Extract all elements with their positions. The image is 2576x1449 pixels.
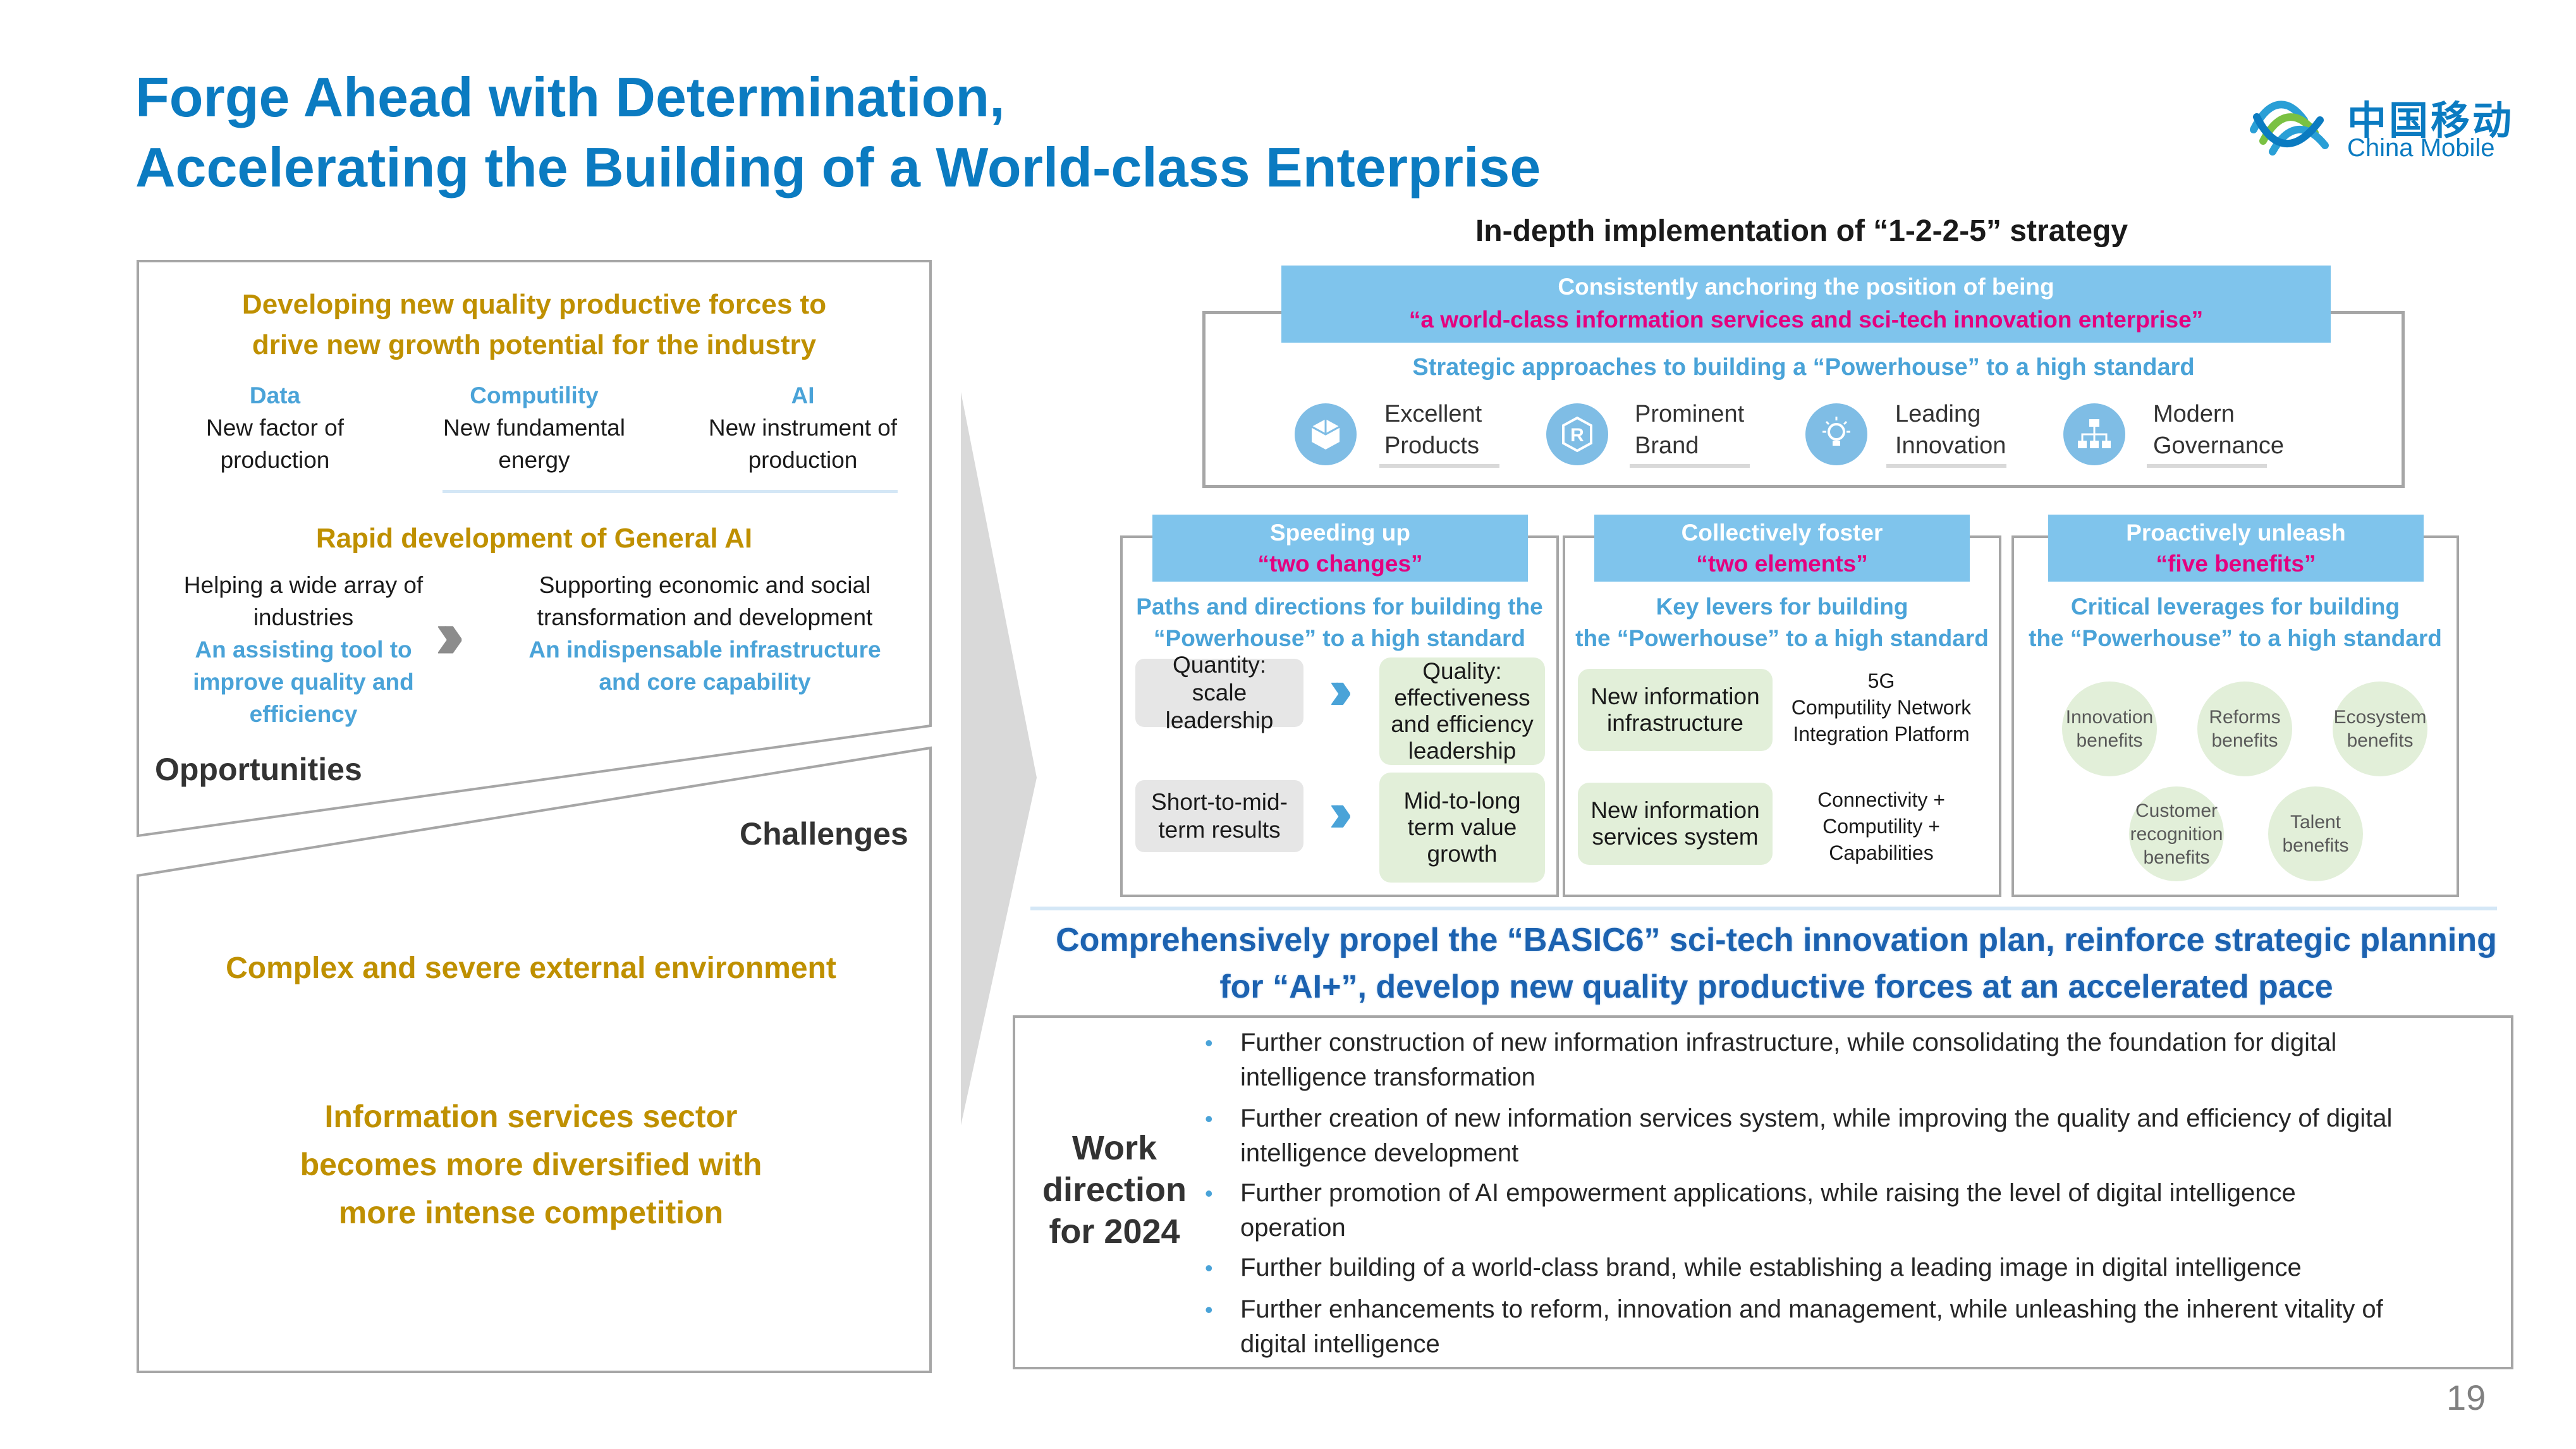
page-number: 19 [2446, 1378, 2486, 1417]
logo-chinese-text: 中国移动 [2347, 99, 2515, 143]
positioning-banner: Consistently anchoring the position of b… [1281, 266, 2331, 343]
lightbulb-icon [1805, 403, 1867, 465]
section-divider [1030, 907, 2497, 910]
svg-text:R: R [1570, 425, 1584, 446]
cube-icon [1295, 403, 1357, 465]
bullet-icon: • [1205, 1106, 1213, 1132]
divider [1886, 464, 2006, 468]
title-line-1: Forge Ahead with Determination, [135, 66, 1005, 128]
strategic-approaches: Strategic approaches to building a “Powe… [1412, 354, 2195, 381]
short-to-mid-term-results: Short-to-mid-term results [1135, 780, 1303, 852]
divider [1379, 464, 1499, 468]
double-chevron-icon: ›› [1329, 781, 1353, 844]
banner-proactively-unleash: Proactively unleash “five benefits” [2048, 515, 2424, 582]
propel-statement: Comprehensively propel the “BASIC6” sci-… [1056, 922, 2497, 1005]
china-mobile-logo-icon [2250, 101, 2329, 156]
registered-icon: R [1546, 403, 1608, 465]
org-chart-icon [2063, 403, 2125, 465]
bullet-icon: • [1205, 1297, 1213, 1323]
factor-data: Data New factor of production [206, 382, 344, 473]
title-line-2: Accelerating the Building of a World-cla… [135, 136, 1541, 199]
work-direction-box [1013, 1015, 2513, 1369]
work-bullet-1: • Further construction of new informatio… [1205, 1025, 2498, 1095]
work-bullet-2: • Further creation of new information se… [1205, 1101, 2498, 1171]
item-prominent-brand: Prominent Brand [1635, 401, 1745, 459]
banner-collectively-foster: Collectively foster “two elements” [1594, 515, 1970, 582]
ai-supporting-economy: Supporting economic and social transform… [528, 572, 881, 695]
bullet-icon: • [1205, 1255, 1213, 1281]
work-bullet-5: • Further enhancements to reform, innova… [1205, 1292, 2498, 1362]
divider [1630, 464, 1750, 468]
banner-speeding-up: Speeding up “two changes” [1152, 515, 1528, 582]
challenges-label: Challenges [740, 816, 908, 852]
double-chevron-icon: ›› [435, 596, 465, 673]
logo-english-text: China Mobile [2347, 134, 2495, 162]
opportunities-label: Opportunities [155, 752, 362, 787]
work-bullet-4: • Further building of a world-class bran… [1205, 1250, 2498, 1285]
double-chevron-icon: ›› [1329, 658, 1353, 721]
left-heading-new-forces: Developing new quality productive forces… [241, 289, 827, 360]
left-panel-frames [137, 260, 1037, 1373]
page-title: Forge Ahead with Determination, Accelera… [135, 62, 1541, 202]
left-heading-general-ai: Rapid development of General AI [315, 523, 753, 554]
strategy-heading: In-depth implementation of “1-2-2-5” str… [1475, 214, 2128, 248]
challenge-external-environment: Complex and severe external environment [226, 951, 836, 985]
column-3-subtitle: Critical leverages for building the “Pow… [2029, 594, 2442, 651]
services-system-detail: Connectivity + Computility + Capabilitie… [1817, 788, 1945, 864]
bullet-icon: • [1205, 1030, 1213, 1056]
divider [2147, 464, 2267, 468]
item-leading-innovation: Leading Innovation [1895, 401, 2006, 459]
work-bullet-3: • Further promotion of AI empowerment ap… [1205, 1176, 2498, 1245]
item-modern-governance: Modern Governance [2153, 401, 2285, 459]
column-1-subtitle: Paths and directions for building the “P… [1136, 594, 1543, 651]
item-excellent-products: Excellent Products [1384, 401, 1482, 459]
ai-helping-industries: Helping a wide array of industries An as… [183, 572, 424, 727]
factor-ai: AI New instrument of production [708, 382, 898, 473]
bullet-icon: • [1205, 1180, 1213, 1206]
quantity-scale-leadership: Quantity:scale leadership [1135, 652, 1303, 733]
challenge-competition: Information services sector becomes more… [300, 1099, 762, 1230]
infrastructure-detail: 5G Computility Network Integration Platf… [1791, 669, 1972, 745]
factor-computility: Computility New fundamental energy [443, 382, 625, 473]
column-2-subtitle: Key levers for building the “Powerhouse”… [1575, 594, 1989, 651]
work-direction-label: Work direction for 2024 [1042, 1129, 1187, 1250]
